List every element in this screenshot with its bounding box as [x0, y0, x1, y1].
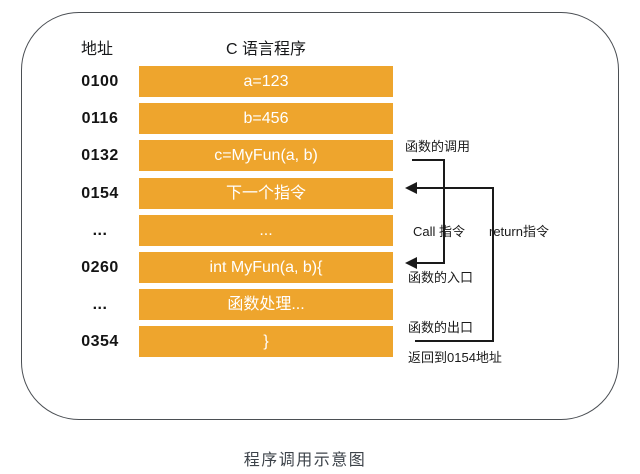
row-code-bar: ...: [139, 215, 393, 246]
row-code-bar: 函数处理...: [139, 289, 393, 320]
row-code-bar: }: [139, 326, 393, 357]
row-code-bar: c=MyFun(a, b): [139, 140, 393, 171]
call-instruction-label: Call 指令: [413, 224, 466, 239]
row-address: 0354: [81, 333, 119, 350]
memory-row: 0154 下一个指令: [0, 178, 640, 209]
memory-row: 0116 b=456: [0, 103, 640, 134]
row-address: ...: [92, 296, 108, 313]
call-label: 函数的调用: [405, 139, 471, 154]
address-column-header: 地址: [81, 41, 114, 58]
row-address: 0154: [81, 185, 119, 202]
program-column-header: C 语言程序: [225, 41, 306, 58]
row-address: 0116: [81, 110, 119, 127]
row-address: 0260: [81, 259, 119, 276]
row-address: 0132: [81, 147, 119, 164]
memory-row: 0132 c=MyFun(a, b): [0, 140, 640, 171]
memory-row: ... 函数处理...: [0, 289, 640, 320]
return-instruction-label: return指令: [489, 224, 549, 239]
memory-row: ... ...: [0, 215, 640, 246]
memory-row: 0100 a=123: [0, 66, 640, 97]
row-address: 0100: [81, 73, 119, 90]
row-code-bar: 下一个指令: [139, 178, 393, 209]
memory-row: 0354 }: [0, 326, 640, 357]
diagram-caption: 程序调用示意图: [243, 452, 367, 469]
diagram-panel: [21, 12, 619, 420]
memory-row: 0260 int MyFun(a, b){: [0, 252, 640, 283]
entry-label: 函数的入口: [408, 270, 474, 285]
return-note-label: 返回到0154地址: [408, 350, 502, 365]
exit-label: 函数的出口: [408, 320, 474, 335]
row-code-bar: a=123: [139, 66, 393, 97]
row-address: ...: [92, 222, 108, 239]
row-code-bar: b=456: [139, 103, 393, 134]
row-code-bar: int MyFun(a, b){: [139, 252, 393, 283]
